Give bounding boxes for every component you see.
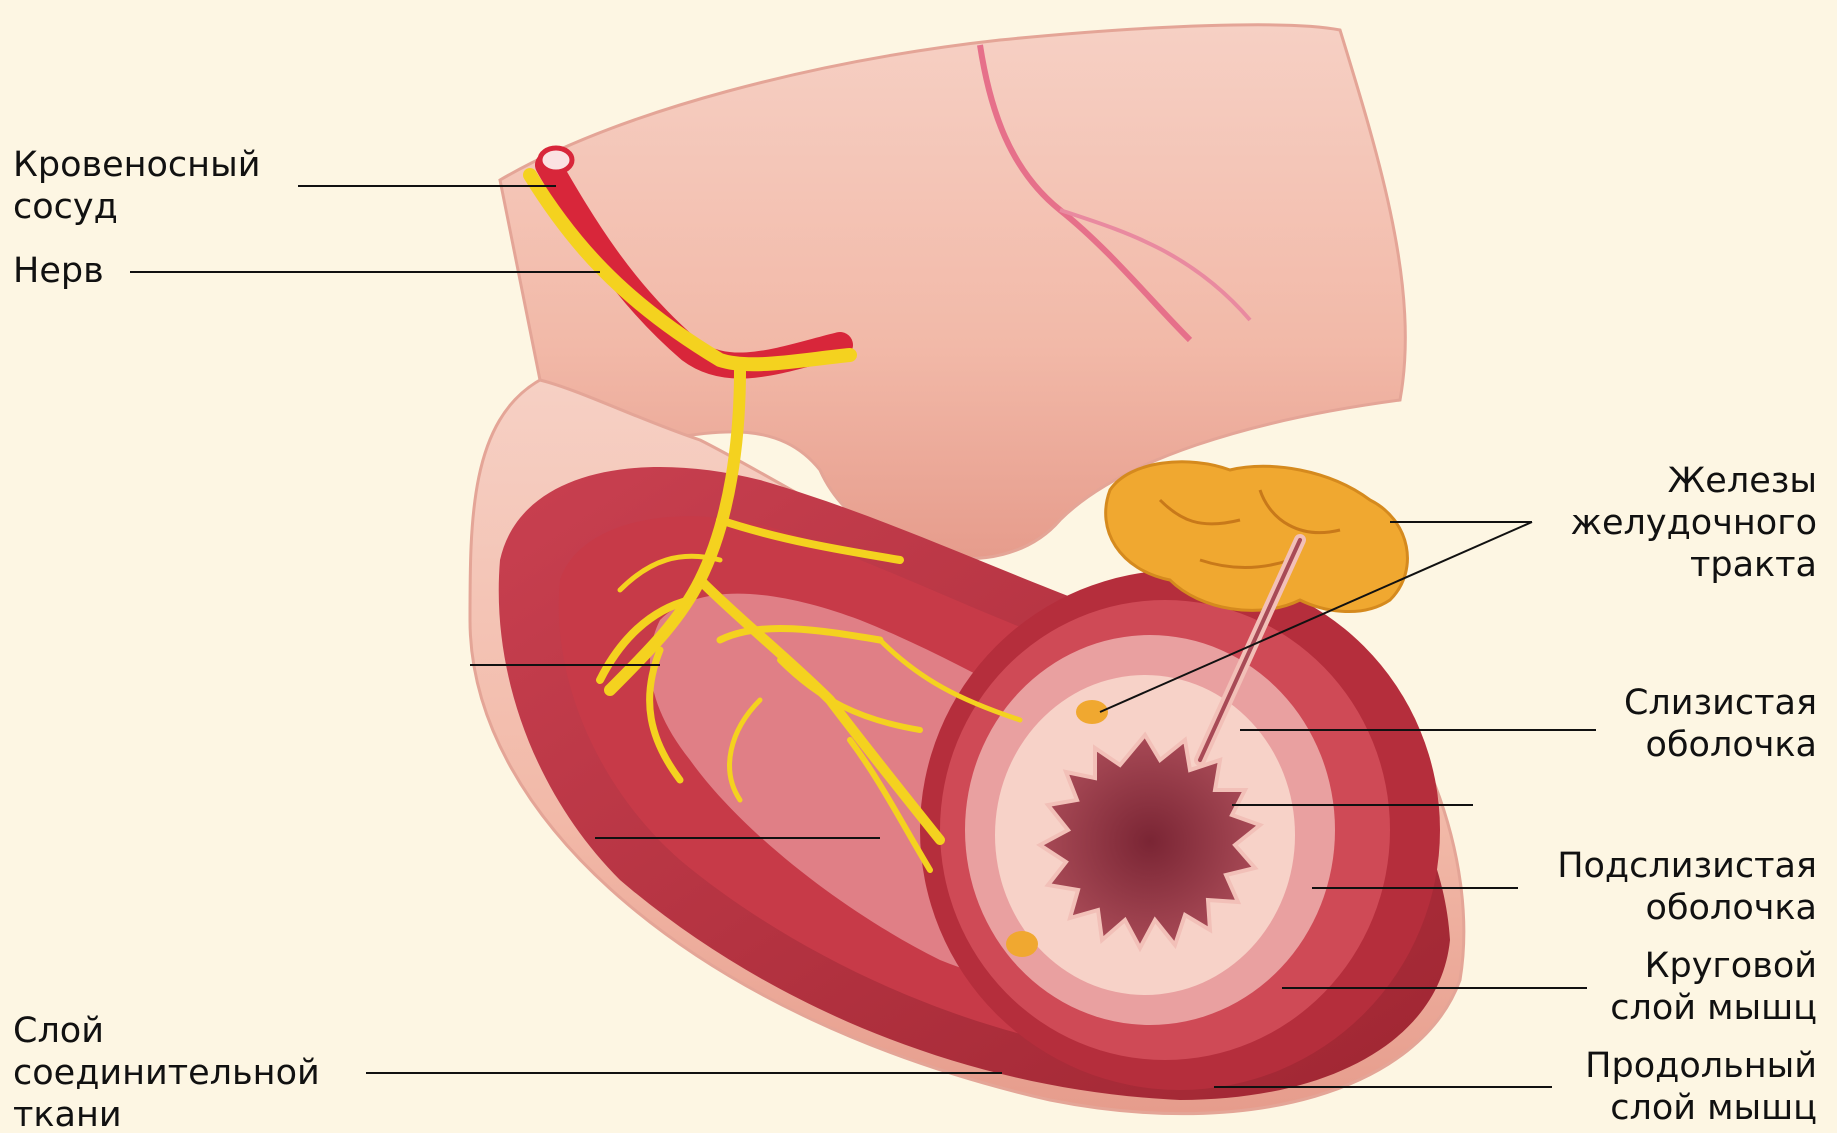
label-circular-muscle-line1: Круговой bbox=[1610, 945, 1817, 987]
label-submucosa-line1: Подслизистая bbox=[1557, 845, 1817, 887]
mucosal-gland-lower bbox=[1006, 931, 1038, 957]
label-longitudinal-muscle: Продольный слой мышц bbox=[1585, 1045, 1817, 1129]
label-nerve-line1: Нерв bbox=[13, 250, 104, 292]
label-circular-muscle-line2: слой мышц bbox=[1610, 987, 1817, 1029]
label-mucosa-line1: Слизистая bbox=[1624, 682, 1817, 724]
blood-vessel-opening bbox=[540, 148, 572, 172]
label-connective-tissue: Слой соединительной ткани bbox=[13, 1010, 320, 1133]
label-mucosa: Слизистая оболочка bbox=[1624, 682, 1817, 766]
label-connective-tissue-line3: ткани bbox=[13, 1094, 320, 1133]
label-glands-line1: Железы bbox=[1570, 460, 1817, 502]
label-connective-tissue-line2: соединительной bbox=[13, 1052, 320, 1094]
label-blood-vessel-line1: Кровеносный bbox=[13, 144, 260, 186]
label-blood-vessel: Кровеносный сосуд bbox=[13, 144, 260, 228]
label-glands-line3: тракта bbox=[1570, 544, 1817, 586]
label-glands: Железы желудочного тракта bbox=[1570, 460, 1817, 586]
mucosal-gland-upper bbox=[1076, 700, 1108, 724]
label-longitudinal-muscle-line1: Продольный bbox=[1585, 1045, 1817, 1087]
label-blood-vessel-line2: сосуд bbox=[13, 186, 260, 228]
label-connective-tissue-line1: Слой bbox=[13, 1010, 320, 1052]
label-submucosa: Подслизистая оболочка bbox=[1557, 845, 1817, 929]
label-nerve: Нерв bbox=[13, 250, 104, 292]
label-longitudinal-muscle-line2: слой мышц bbox=[1585, 1087, 1817, 1129]
label-glands-line2: желудочного bbox=[1570, 502, 1817, 544]
label-submucosa-line2: оболочка bbox=[1557, 887, 1817, 929]
label-circular-muscle: Круговой слой мышц bbox=[1610, 945, 1817, 1029]
label-mucosa-line2: оболочка bbox=[1624, 724, 1817, 766]
